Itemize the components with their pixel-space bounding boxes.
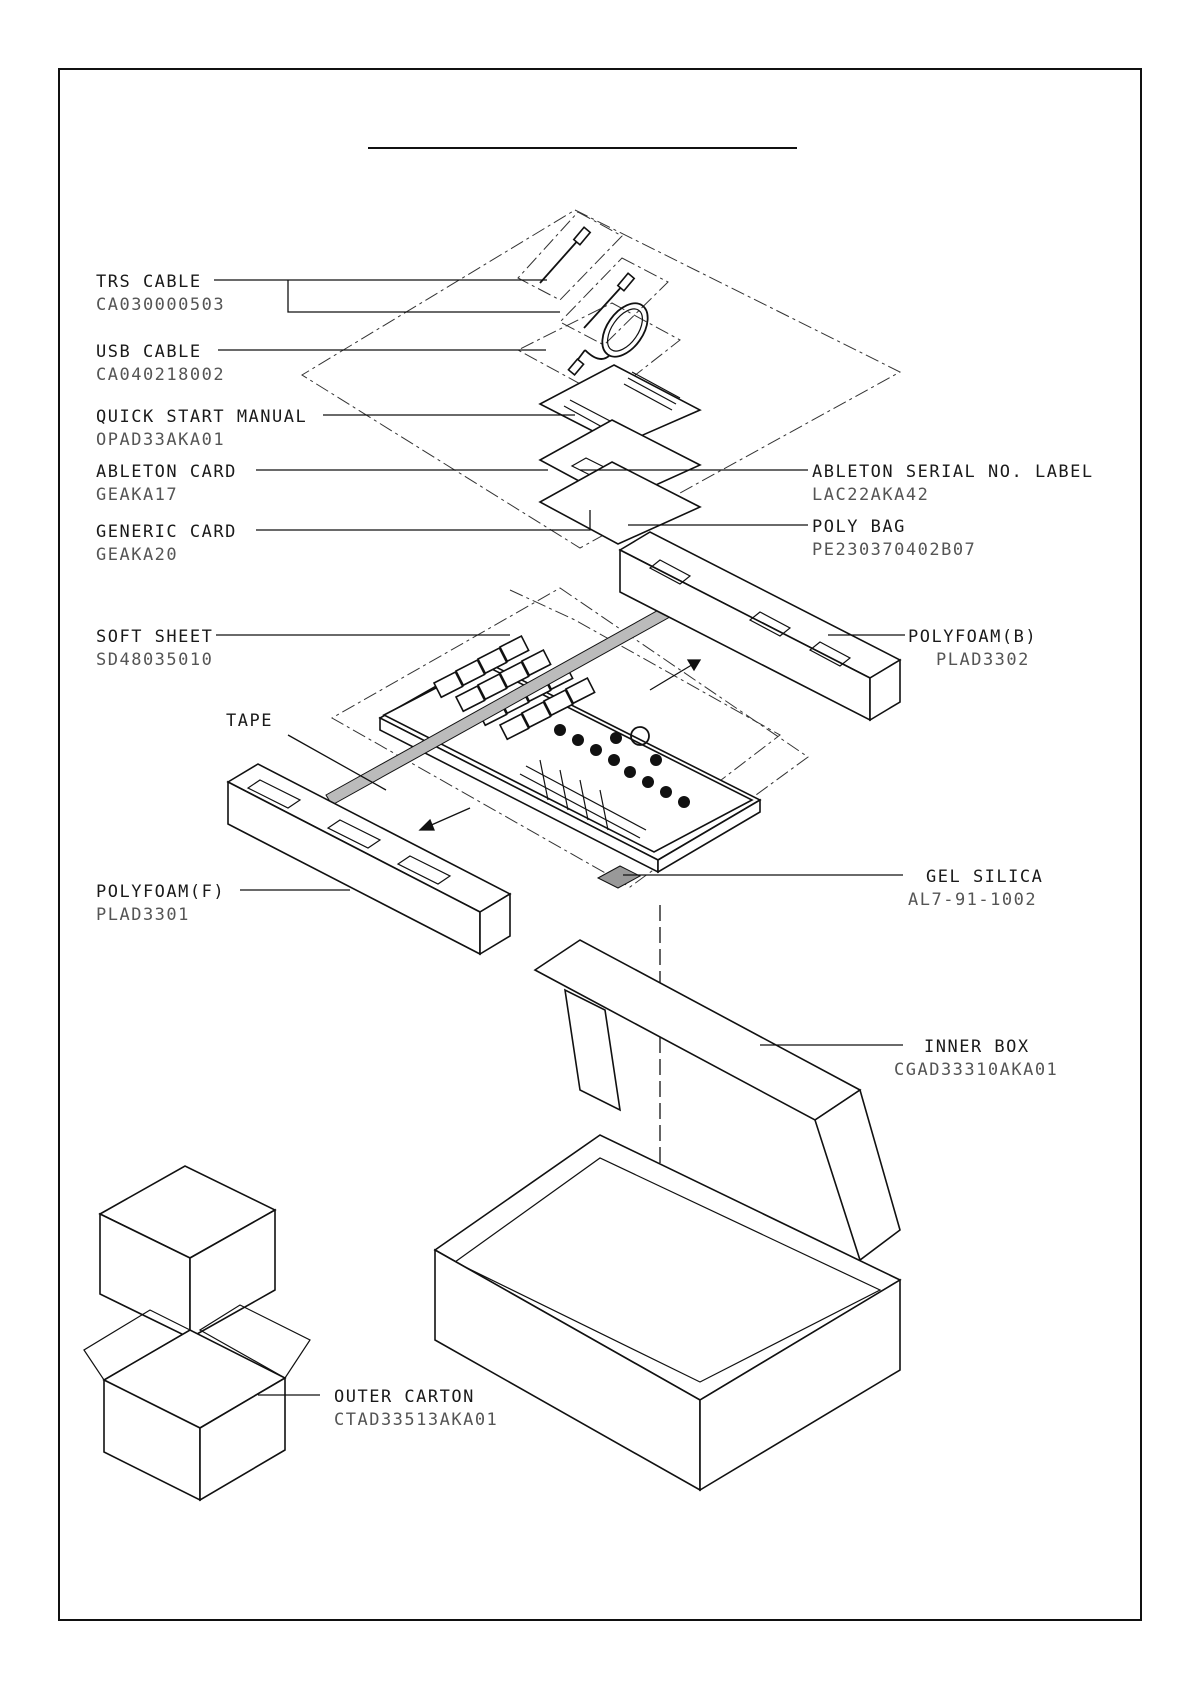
serial-label-code: LAC22AKA42 (812, 485, 929, 505)
callout-quick-start-manual: QUICK START MANUAL OPAD33AKA01 (96, 407, 307, 450)
polyfoam-f-name: POLYFOAM(F) (96, 882, 225, 902)
tape-name: TAPE (226, 711, 273, 731)
quick-start-manual-name: QUICK START MANUAL (96, 407, 307, 427)
poly-bag-name: POLY BAG (812, 517, 906, 537)
inner-box-name: INNER BOX (924, 1037, 1030, 1057)
inner-box-code: CGAD33310AKA01 (894, 1060, 1058, 1080)
soft-sheet-name: SOFT SHEET (96, 627, 213, 647)
callout-inner-box: INNER BOX CGAD33310AKA01 (894, 1037, 1058, 1080)
polyfoam-b-drawing (618, 531, 902, 722)
outer-carton-name: OUTER CARTON (334, 1387, 475, 1407)
callout-polyfoam-b: POLYFOAM(B) PLAD3302 (908, 627, 1037, 670)
trs-cable-name: TRS CABLE (96, 272, 202, 292)
callout-serial-label: ABLETON SERIAL NO. LABEL LAC22AKA42 (812, 462, 1094, 505)
generic-card-drawing (538, 461, 702, 545)
ableton-card-name: ABLETON CARD (96, 462, 237, 482)
soft-sheet-code: SD48035010 (96, 650, 213, 670)
usb-cable-code: CA040218002 (96, 365, 225, 385)
gel-silica-drawing (596, 865, 642, 889)
callout-tape: TAPE (226, 711, 273, 731)
ableton-card-code: GEAKA17 (96, 485, 178, 505)
callout-usb-cable: USB CABLE CA040218002 (96, 342, 225, 385)
drawing-frame (58, 68, 1142, 1621)
poly-bag-drawing (301, 209, 902, 549)
callout-generic-card: GENERIC CARD GEAKA20 (96, 522, 237, 565)
trs-cable-drawing (517, 211, 669, 346)
serial-label-name: ABLETON SERIAL NO. LABEL (812, 462, 1094, 482)
generic-card-code: GEAKA20 (96, 545, 178, 565)
polyfoam-b-code: PLAD3302 (936, 650, 1030, 670)
quick-start-manual-code: OPAD33AKA01 (96, 430, 225, 450)
poly-bag-code: PE230370402B07 (812, 540, 976, 560)
usb-cable-drawing (516, 302, 681, 399)
callout-gel-silica: GEL SILICA AL7-91-1002 (908, 867, 1043, 910)
leader-lines (214, 279, 905, 1396)
callout-polyfoam-f: POLYFOAM(F) PLAD3301 (96, 882, 225, 925)
polyfoam-b-name: POLYFOAM(B) (908, 627, 1037, 647)
gel-silica-name: GEL SILICA (926, 867, 1043, 887)
generic-card-name: GENERIC CARD (96, 522, 237, 542)
inner-box-drawing (433, 939, 902, 1492)
gel-silica-code: AL7-91-1002 (908, 890, 1037, 910)
outer-carton-code: CTAD33513AKA01 (334, 1410, 498, 1430)
callout-trs-cable: TRS CABLE CA030000503 (96, 272, 225, 315)
trs-cable-code: CA030000503 (96, 295, 225, 315)
callout-outer-carton: OUTER CARTON CTAD33513AKA01 (334, 1387, 498, 1430)
outer-carton-drawing (83, 1165, 311, 1502)
callout-soft-sheet: SOFT SHEET SD48035010 (96, 627, 213, 670)
polyfoam-f-code: PLAD3301 (96, 905, 190, 925)
usb-cable-name: USB CABLE (96, 342, 202, 362)
callout-poly-bag: POLY BAG PE230370402B07 (812, 517, 976, 560)
callout-ableton-card: ABLETON CARD GEAKA17 (96, 462, 237, 505)
polyfoam-f-drawing (226, 763, 512, 956)
